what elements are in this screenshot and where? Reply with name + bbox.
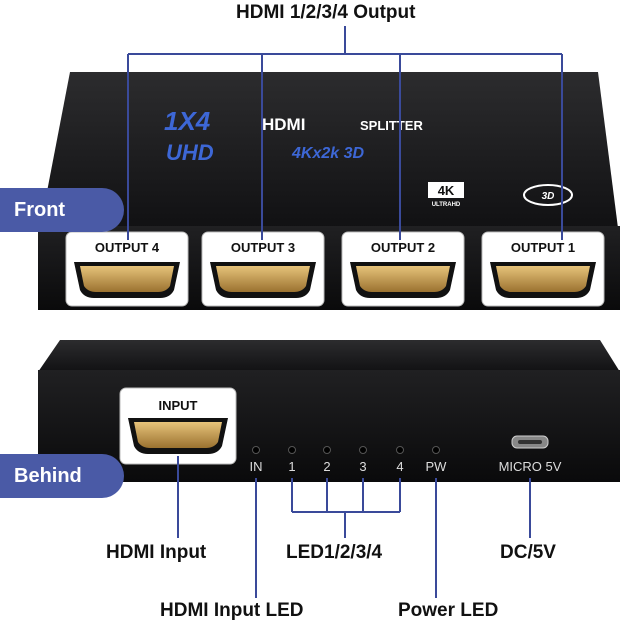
led-2 <box>323 446 331 454</box>
output-port-1[interactable]: OUTPUT 1 <box>481 231 605 307</box>
front-title-splitter: SPLITTER <box>360 118 423 133</box>
micro-usb-label: MICRO 5V <box>499 459 562 474</box>
callout-outputs: HDMI 1/2/3/4 Output <box>236 2 416 23</box>
callout-lines <box>127 26 563 598</box>
front-label: Front <box>0 188 124 232</box>
callout-leds: LED1/2/3/4 <box>286 542 383 563</box>
back-unit-top <box>38 340 620 372</box>
led-label-in: IN <box>250 459 263 474</box>
front-title-main: 1X4 <box>164 106 211 136</box>
led-label-pw: PW <box>426 459 448 474</box>
led-4 <box>396 446 404 454</box>
led-3 <box>359 446 367 454</box>
led-in <box>252 446 260 454</box>
led-1 <box>288 446 296 454</box>
output-port-3-label: OUTPUT 3 <box>231 240 295 255</box>
led-label-4: 4 <box>396 459 403 474</box>
front-title-hdmi: HDMI <box>262 115 305 134</box>
svg-text:3D: 3D <box>542 191 555 202</box>
led-label-3: 3 <box>359 459 366 474</box>
front-label-text: Front <box>14 198 66 221</box>
output-port-1-label: OUTPUT 1 <box>511 240 575 255</box>
output-port-4[interactable]: OUTPUT 4 <box>65 231 189 307</box>
badge-4k: 4K <box>438 183 455 198</box>
front-unit: 1X4 HDMI SPLITTER UHD 4Kx2k 3D 4K ULTRAH… <box>38 72 620 310</box>
bluray-logo-icon <box>523 184 573 206</box>
behind-label-text: Behind <box>14 464 82 487</box>
led-pw <box>432 446 440 454</box>
behind-label: Behind <box>0 454 124 498</box>
badge-ultrahd: ULTRAHD <box>432 202 461 208</box>
led-label-1: 1 <box>288 459 295 474</box>
back-unit: INPUT IN 1 2 3 4 PW MICRO 5V <box>38 340 620 482</box>
callout-hdmi-input: HDMI Input <box>106 542 207 563</box>
output-port-2-label: OUTPUT 2 <box>371 240 435 255</box>
callout-power-led: Power LED <box>398 600 499 621</box>
front-subtitle-res: 4Kx2k 3D <box>291 145 364 162</box>
front-subtitle-uhd: UHD <box>166 140 214 165</box>
badge-4k-box <box>428 182 464 198</box>
output-port-3[interactable]: OUTPUT 3 <box>201 231 325 307</box>
led-label-2: 2 <box>323 459 330 474</box>
output-port-4-label: OUTPUT 4 <box>95 240 160 255</box>
input-port-label: INPUT <box>159 398 198 413</box>
front-unit-top <box>40 72 618 228</box>
callout-dc: DC/5V <box>500 542 556 563</box>
input-port[interactable]: INPUT <box>119 387 237 465</box>
callout-hdmi-input-led: HDMI Input LED <box>160 600 304 621</box>
output-port-2[interactable]: OUTPUT 2 <box>341 231 465 307</box>
